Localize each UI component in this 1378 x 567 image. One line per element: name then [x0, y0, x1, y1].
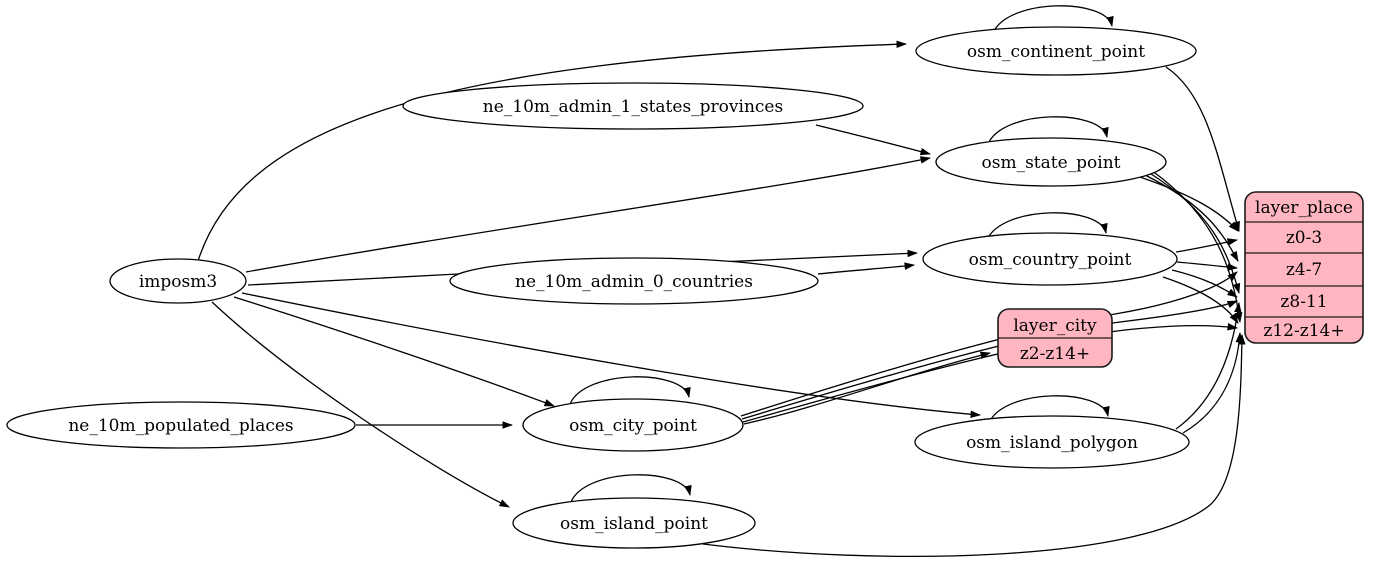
osm_state_point-ellipse	[935, 137, 1167, 187]
edge-imposm3-osm_continent_point	[197, 40, 907, 262]
layer_place-row-z12-z14: z12-z14+	[1263, 321, 1344, 341]
imposm3-ellipse	[109, 258, 247, 304]
record-layer_place: layer_place z0-3 z4-7 z8-11 z12-z14+	[1244, 191, 1364, 344]
node-imposm3: imposm3	[109, 258, 247, 304]
selfloop-osm_state_point	[987, 116, 1109, 145]
osm_city_point-label: osm_city_point	[569, 416, 697, 436]
node-osm_continent_point: osm_continent_point	[915, 26, 1197, 76]
osm_city_point-ellipse	[522, 398, 744, 452]
layer_city-row-z2-z14: z2-z14+	[1020, 344, 1090, 364]
osm_country_point-ellipse	[922, 232, 1178, 286]
layer_place-row-z4-7: z4-7	[1286, 260, 1322, 280]
edge-osm_city_point-layer_city-z2-z14	[743, 351, 991, 425]
edge-ne_10m_admin_1_states_provinces-osm_state_point	[815, 124, 931, 156]
edge-osm_country_point-layer_place-z12-z14	[1162, 276, 1239, 324]
edge-osm_city_point-layer_place-z12-z14	[742, 323, 1238, 423]
node-osm_state_point: osm_state_point	[935, 137, 1167, 187]
ne_10m_admin_1_states_provinces-label: ne_10m_admin_1_states_provinces	[483, 97, 783, 117]
edge-osm_state_point-layer_place-z0-3	[1139, 176, 1239, 232]
node-osm_island_polygon: osm_island_polygon	[914, 415, 1190, 469]
ne_10m_admin_0_countries-label: ne_10m_admin_0_countries	[515, 272, 753, 292]
selfloop-osm_country_point	[986, 212, 1108, 241]
record-layer_city: layer_city z2-z14+	[997, 308, 1113, 368]
ne_10m_populated_places-ellipse	[6, 401, 356, 449]
edge-imposm3-osm_island_polygon	[241, 292, 981, 418]
osm_continent_point-ellipse	[915, 26, 1197, 76]
osm_state_point-label: osm_state_point	[982, 153, 1121, 173]
edge-osm_country_point-layer_place-z4-7	[1176, 261, 1238, 271]
edge-ne_10m_admin_0_countries-osm_country_point	[817, 262, 915, 275]
selfloop-osm_island_point	[570, 474, 692, 503]
edge-imposm3-osm_city_point	[233, 296, 555, 407]
node-ne_10m_admin_1_states_provinces: ne_10m_admin_1_states_provinces	[402, 82, 864, 130]
osm_country_point-label: osm_country_point	[969, 250, 1132, 270]
osm_island_polygon-ellipse	[914, 415, 1190, 469]
osm_island_point-label: osm_island_point	[560, 514, 708, 534]
node-osm_island_point: osm_island_point	[512, 497, 756, 549]
edge-imposm3-osm_island_point	[211, 301, 510, 508]
edge-osm_continent_point-layer_place-z0-3	[1165, 66, 1240, 232]
edge-osm_island_point-layer_place-z12-z14	[702, 334, 1246, 558]
layer_place-title: layer_place	[1255, 198, 1353, 218]
imposm3-label: imposm3	[139, 272, 217, 292]
selfloop-osm_city_point	[569, 376, 691, 405]
selfloop-osm_continent_point	[992, 5, 1114, 34]
layer_place-box	[1244, 191, 1364, 344]
node-osm_country_point: osm_country_point	[922, 232, 1178, 286]
osm_island_polygon-label: osm_island_polygon	[966, 433, 1138, 453]
ne_10m_admin_1_states_provinces-ellipse	[402, 82, 864, 130]
edge-osm_island_polygon-layer_place-z12-z14	[1182, 332, 1244, 434]
layer_place-row-z8-11: z8-11	[1280, 292, 1327, 312]
edge-osm_island_polygon-layer_place-z8-11	[1175, 302, 1242, 430]
layer_place-row-z0-3: z0-3	[1286, 228, 1322, 248]
osm_island_point-ellipse	[512, 497, 756, 549]
ne_10m_populated_places-label: ne_10m_populated_places	[68, 416, 293, 436]
edge-imposm3-osm_state_point	[245, 156, 931, 273]
osm_continent_point-label: osm_continent_point	[967, 42, 1145, 62]
edge-osm_country_point-layer_place-z8-11	[1171, 269, 1238, 298]
edge-osm_city_point-layer_place-z4-7	[740, 271, 1238, 417]
edge-osm_state_point-layer_place-z4-7	[1144, 174, 1239, 262]
layer_city-title: layer_city	[1013, 316, 1097, 336]
node-ne_10m_admin_0_countries: ne_10m_admin_0_countries	[449, 257, 819, 305]
edge-osm_state_point-layer_place-z8-11	[1147, 171, 1241, 294]
ne_10m_admin_0_countries-ellipse	[449, 257, 819, 305]
node-ne_10m_populated_places: ne_10m_populated_places	[6, 401, 356, 449]
edge-osm_state_point-layer_place-z12-z14	[1150, 169, 1243, 323]
node-osm_city_point: osm_city_point	[522, 398, 744, 452]
selfloop-osm_island_polygon	[988, 395, 1110, 424]
edge-osm_country_point-layer_place-z0-3	[1175, 238, 1238, 253]
